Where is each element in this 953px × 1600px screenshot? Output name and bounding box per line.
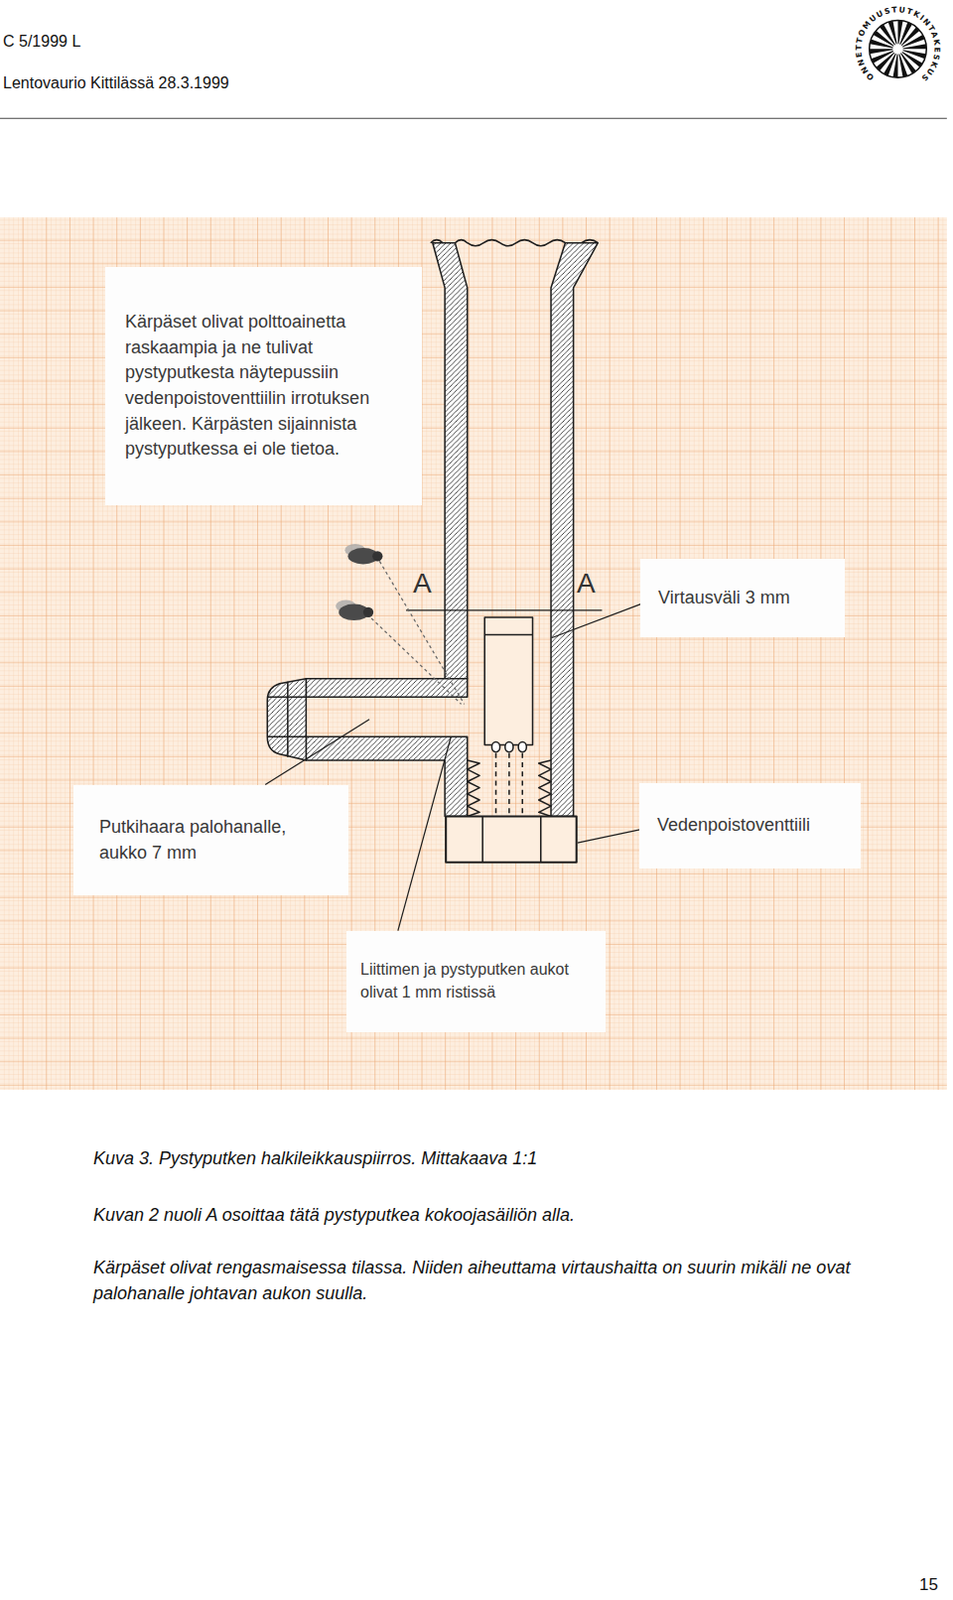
logo-text: ONNETTOMUUSTUTKINTAKESKUS [853, 4, 942, 83]
thread [467, 760, 480, 817]
logo: ONNETTOMUUSTUTKINTAKESKUS [853, 4, 942, 83]
stem-hole [518, 741, 527, 752]
logo-ring [869, 20, 928, 79]
fly [344, 544, 383, 565]
section-mark: A [576, 569, 596, 598]
logo-text: ONNETTOMUUSTUTKINTAKESKUS [853, 4, 942, 83]
callout-box: Liittimen ja pystyputken aukot olivat 1 … [346, 931, 606, 1033]
callout-text: Kärpäset olivat polttoainetta raskaampia… [125, 309, 403, 462]
graph-paper-major [0, 217, 948, 1090]
thread [539, 760, 551, 817]
hex-nut-face [482, 816, 542, 862]
callout-box: Putkihaara palohanalle, aukko 7 mm [73, 785, 349, 896]
fly-head [372, 550, 383, 561]
leader-line [551, 604, 641, 639]
leader-line [379, 560, 464, 704]
page-number: 15 [919, 1576, 939, 1594]
pipe-wall [432, 243, 468, 680]
caption-text: Kuvan 2 nuoli A osoittaa tätä pystyputke… [93, 1202, 665, 1228]
section-line [406, 609, 602, 611]
logo-sunburst [898, 53, 908, 78]
hose-nipple [267, 679, 306, 761]
callout-box: Kärpäset olivat polttoainetta raskaampia… [105, 267, 422, 506]
graph-paper-minor [0, 217, 948, 1090]
fly-head [363, 607, 374, 618]
caption-text: Kuva 3. Pystyputken halkileikkauspiirros… [93, 1145, 938, 1172]
leader-line [577, 829, 641, 843]
header-text: Lentovaurio Kittilässä 28.3.1999 [2, 70, 230, 97]
branch-wall [305, 679, 467, 698]
leader-line [371, 618, 461, 704]
stem-hole [505, 741, 514, 752]
callout-box: Vedenpoistoventtiili [639, 783, 861, 869]
logo-sunburst [869, 48, 894, 54]
flies [335, 544, 383, 621]
callout-text: Virtausväli 3 mm [658, 585, 827, 612]
caption-text: Kärpäset olivat rengasmaisessa tilassa. … [93, 1254, 938, 1307]
header-text: C 5/1999 L [2, 28, 81, 55]
callout-text: Vedenpoistoventtiili [657, 813, 843, 839]
section-mark: A [412, 569, 432, 598]
callout-text: Liittimen ja pystyputken aukot olivat 1 … [360, 958, 592, 1004]
header-rule [0, 118, 948, 120]
callout-box: Virtausväli 3 mm [640, 558, 845, 638]
hose-nipple-bore [267, 681, 306, 758]
valve-stem [484, 617, 533, 746]
logo-sunburst [888, 20, 898, 45]
fly [335, 600, 374, 622]
stem-hole [491, 741, 500, 752]
graph-paper [0, 217, 948, 1090]
valve-stem-edge [484, 634, 533, 637]
graph-paper-ground [0, 217, 948, 1090]
logo-sunburst [903, 43, 928, 49]
leader-line [398, 736, 451, 931]
hex-nut [445, 816, 577, 862]
pipe-wall [550, 243, 598, 817]
leader-line [265, 719, 370, 786]
callout-text: Putkihaara palohanalle, aukko 7 mm [99, 815, 323, 866]
